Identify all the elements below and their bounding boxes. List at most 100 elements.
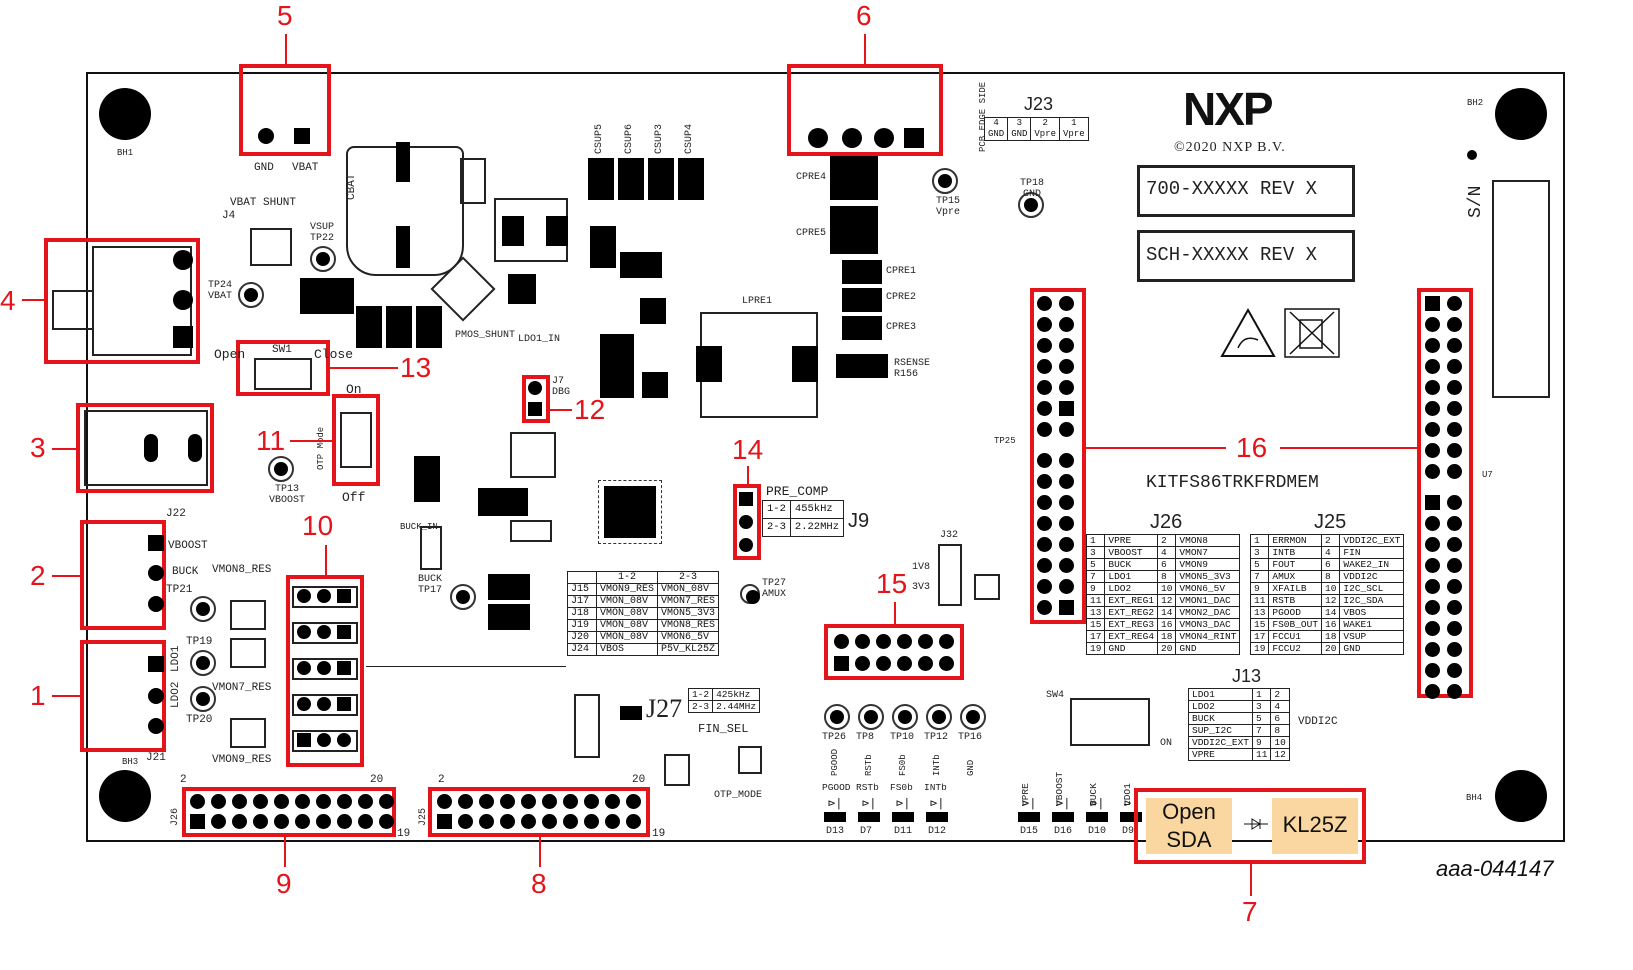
j7-pin-1 <box>528 381 542 395</box>
table-cell: WAKE2_IN <box>1339 558 1405 571</box>
pot-r58[interactable] <box>230 600 266 630</box>
table-cell: 5 <box>1085 558 1106 571</box>
header-pin <box>1037 338 1052 353</box>
table-cell: FCCU1 <box>1268 630 1323 643</box>
figure-id: aaa-044147 <box>1436 856 1554 881</box>
test-point[interactable] <box>926 704 952 730</box>
table-cell: 6 <box>1321 558 1341 571</box>
table-cell: INTB <box>1268 546 1323 559</box>
jumper-pin <box>337 733 351 747</box>
table-cell: 19 <box>1085 642 1106 655</box>
j22-vboost-label: VBOOST <box>168 540 208 552</box>
jumper-j12[interactable] <box>510 520 552 542</box>
jumper-header[interactable] <box>292 658 358 680</box>
test-point-tp27[interactable] <box>740 584 760 604</box>
pre-comp-title: PRE_COMP <box>766 484 829 499</box>
jumper-j32[interactable] <box>938 544 962 606</box>
table-cell: VMON2_DAC <box>1175 606 1241 619</box>
j21-pin-3 <box>148 718 164 734</box>
header-j25-label: J25 <box>418 807 429 826</box>
test-point-tp22[interactable] <box>310 246 336 272</box>
tp24-label: TP24 VBAT <box>208 280 233 302</box>
header-pin <box>1425 422 1440 437</box>
pot-r62[interactable] <box>230 638 266 668</box>
table-cell: 18 <box>1157 630 1177 643</box>
test-point-tp24[interactable] <box>238 282 264 308</box>
header-pin <box>1425 401 1440 416</box>
test-point-tp15[interactable] <box>932 168 958 194</box>
table-cell: VMON7 <box>1175 546 1241 559</box>
header-pin <box>1425 579 1440 594</box>
header-pin <box>1425 380 1440 395</box>
test-point[interactable] <box>824 704 850 730</box>
cpre3-label: CPRE3 <box>886 322 917 333</box>
test-point-tp19[interactable] <box>190 650 216 676</box>
callout-line-3 <box>52 448 76 450</box>
led-ref-label: D11 <box>894 826 913 837</box>
header-pin <box>253 814 268 829</box>
table-cell: 3 <box>1249 546 1270 559</box>
header-pin <box>500 794 515 809</box>
table-cell: ERRMON <box>1268 534 1323 547</box>
ic-u6 <box>664 754 690 786</box>
jumper-j11[interactable] <box>420 526 442 570</box>
table-cell: EXT_REG4 <box>1104 630 1159 643</box>
jumper-j4[interactable] <box>250 228 292 266</box>
test-point-tp18[interactable] <box>1018 192 1044 218</box>
otp-mode-switch[interactable] <box>340 412 372 468</box>
sw1-close-label: Close <box>314 347 354 362</box>
test-point[interactable] <box>960 704 986 730</box>
test-point[interactable] <box>858 704 884 730</box>
tp21-label: TP21 <box>166 584 193 596</box>
callout-number-16: 16 <box>1236 432 1268 463</box>
jumper-header[interactable] <box>292 586 358 608</box>
table-cell: 1 <box>1249 534 1270 547</box>
part-label-box-1 <box>1137 165 1355 217</box>
test-point[interactable] <box>892 704 918 730</box>
test-point-tp20[interactable] <box>190 686 216 712</box>
j30-pin <box>144 434 158 462</box>
j22-pin-3 <box>148 596 164 612</box>
table-cell: VBOS <box>1339 606 1405 619</box>
table-cell: J24 <box>567 643 597 656</box>
test-point-tp13[interactable] <box>268 456 294 482</box>
test-point-signal: RSTb <box>864 754 874 776</box>
header-pin <box>1037 380 1052 395</box>
table-cell: EXT_REG1 <box>1104 594 1159 607</box>
table-cell: I2C_SCL <box>1339 582 1405 595</box>
bh3-label: BH3 <box>122 757 139 767</box>
header-pin <box>1447 684 1462 699</box>
bh4-label: BH4 <box>1466 793 1483 803</box>
table-cell: PGOOD <box>1268 606 1323 619</box>
switch-sw1[interactable] <box>254 358 312 390</box>
header-pin <box>1037 359 1052 374</box>
jumper-header[interactable] <box>292 622 358 644</box>
jumper-j27[interactable] <box>574 694 600 758</box>
test-point-tp17[interactable] <box>450 584 476 610</box>
sw4-on-label: ON <box>1160 738 1173 749</box>
capacitor-csup1 <box>590 226 616 268</box>
callout-number-6: 6 <box>856 0 872 31</box>
fin-sel-label: FIN_SEL <box>698 722 749 736</box>
mount-hole-bh2 <box>1495 88 1547 140</box>
header-pin <box>1059 558 1074 573</box>
dip-switch-sw4[interactable] <box>1070 698 1150 746</box>
j21-pin-2 <box>148 688 164 704</box>
table-cell: 4 <box>1321 546 1341 559</box>
jumper-header[interactable] <box>292 694 358 716</box>
test-point-tp21[interactable] <box>190 596 216 622</box>
table-cell: RSTB <box>1268 594 1323 607</box>
pot-r73[interactable] <box>230 718 266 748</box>
jumper-header[interactable] <box>292 730 358 752</box>
vmon7-res-label: VMON7_RES <box>212 682 272 694</box>
sw2-pin <box>173 290 193 310</box>
header-pin <box>1425 642 1440 657</box>
